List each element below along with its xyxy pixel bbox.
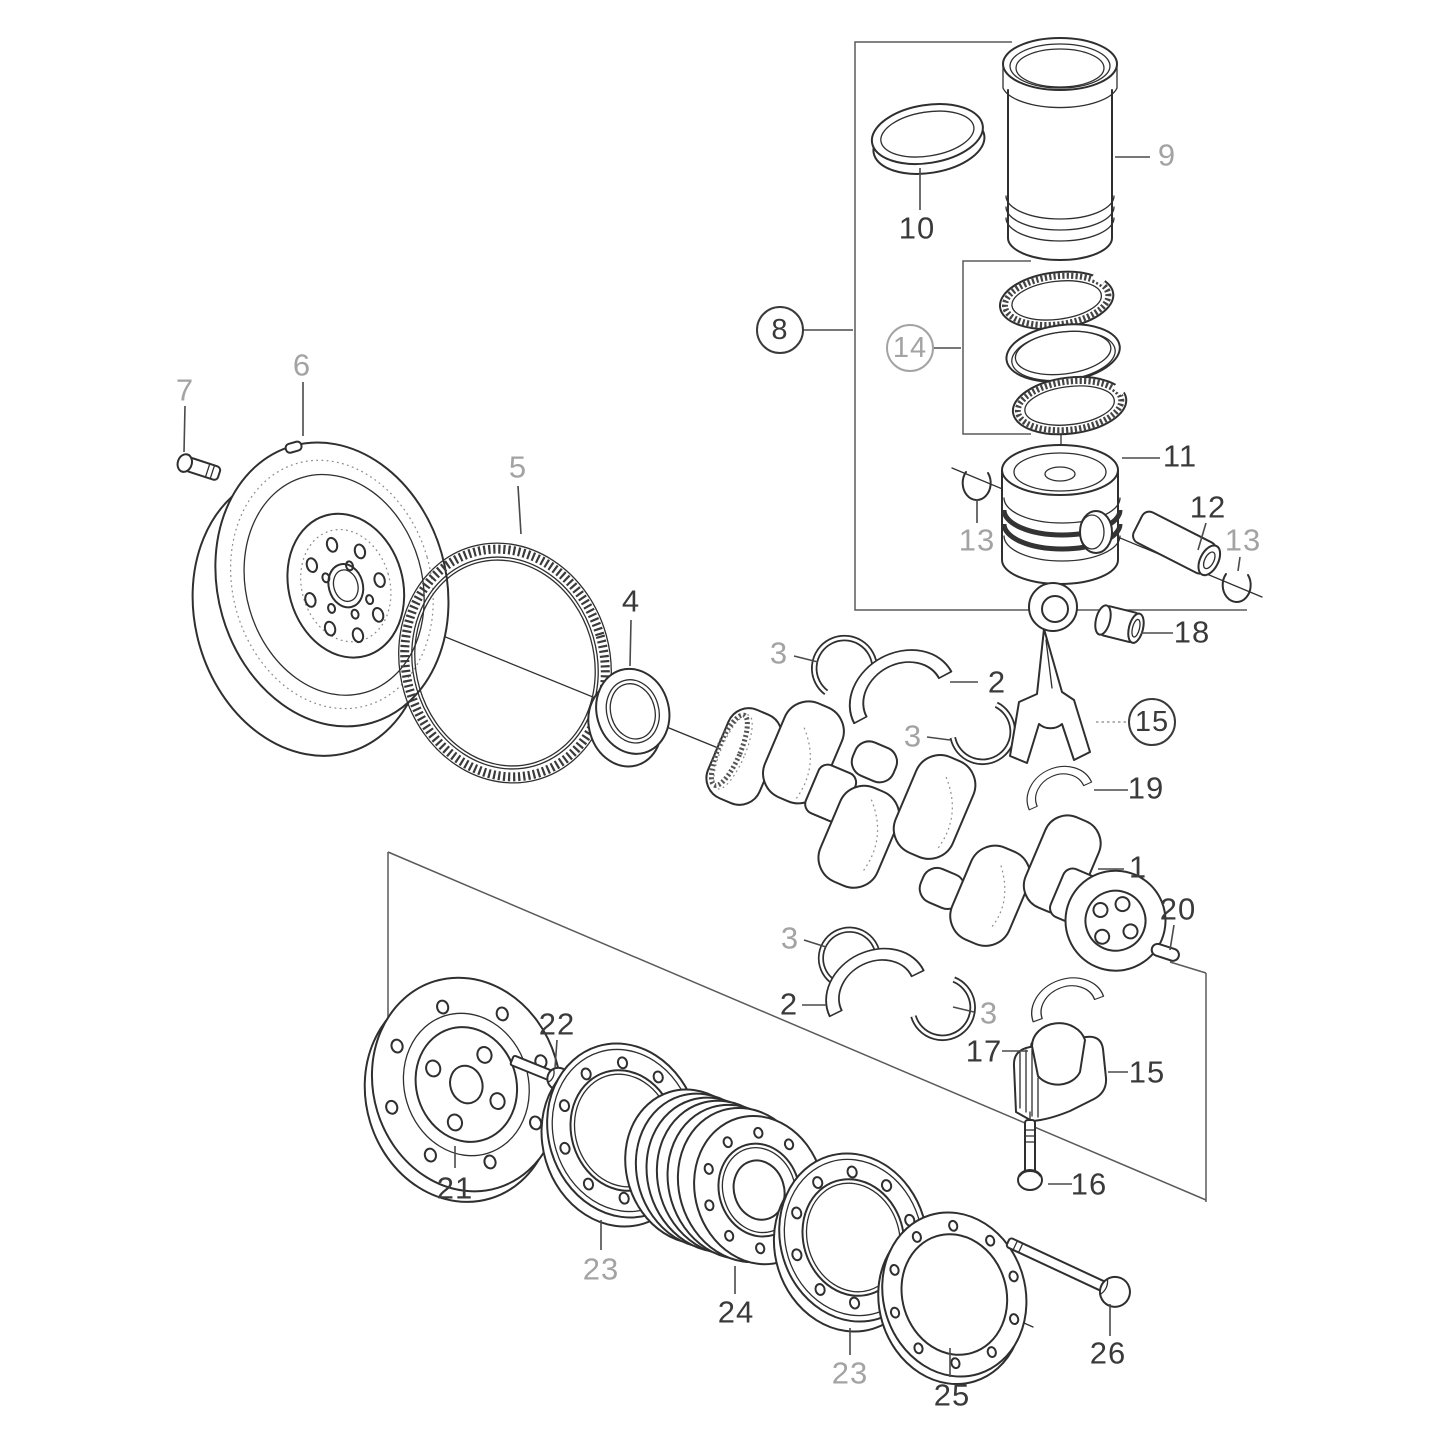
piston-ring-set-bracket xyxy=(962,260,1031,435)
rod-bearing-shell-lower xyxy=(1022,967,1105,1023)
bearing-cap-bolt xyxy=(1017,1111,1043,1191)
connecting-rod xyxy=(1009,582,1091,764)
cylinder-liner xyxy=(1002,37,1118,261)
pulley-bolt xyxy=(1005,1237,1131,1308)
piston-pin xyxy=(1132,510,1222,577)
piston-ring-set xyxy=(998,270,1128,436)
flywheel-bolt xyxy=(176,453,222,481)
leader-lines xyxy=(183,156,1241,1377)
crankshaft xyxy=(705,700,1167,972)
ring-gear xyxy=(398,542,612,784)
small-end-bushing xyxy=(1094,604,1145,644)
circlip xyxy=(1221,573,1252,603)
rod-bearing-shell-upper xyxy=(1017,755,1093,811)
thrust-washer xyxy=(907,976,984,1049)
retainer-plate xyxy=(877,1211,1028,1386)
woodruff-key xyxy=(1150,942,1180,962)
circlip xyxy=(961,471,992,501)
pulley-group-box xyxy=(387,851,1207,1202)
piston xyxy=(1001,444,1123,585)
flywheel xyxy=(191,440,450,757)
liner-o-ring xyxy=(870,103,986,175)
crankshaft-seal xyxy=(587,667,671,768)
main-bearing-cap xyxy=(1012,1022,1108,1122)
pulley-hub xyxy=(363,976,562,1203)
main-bearing-shell-upper xyxy=(832,630,953,725)
